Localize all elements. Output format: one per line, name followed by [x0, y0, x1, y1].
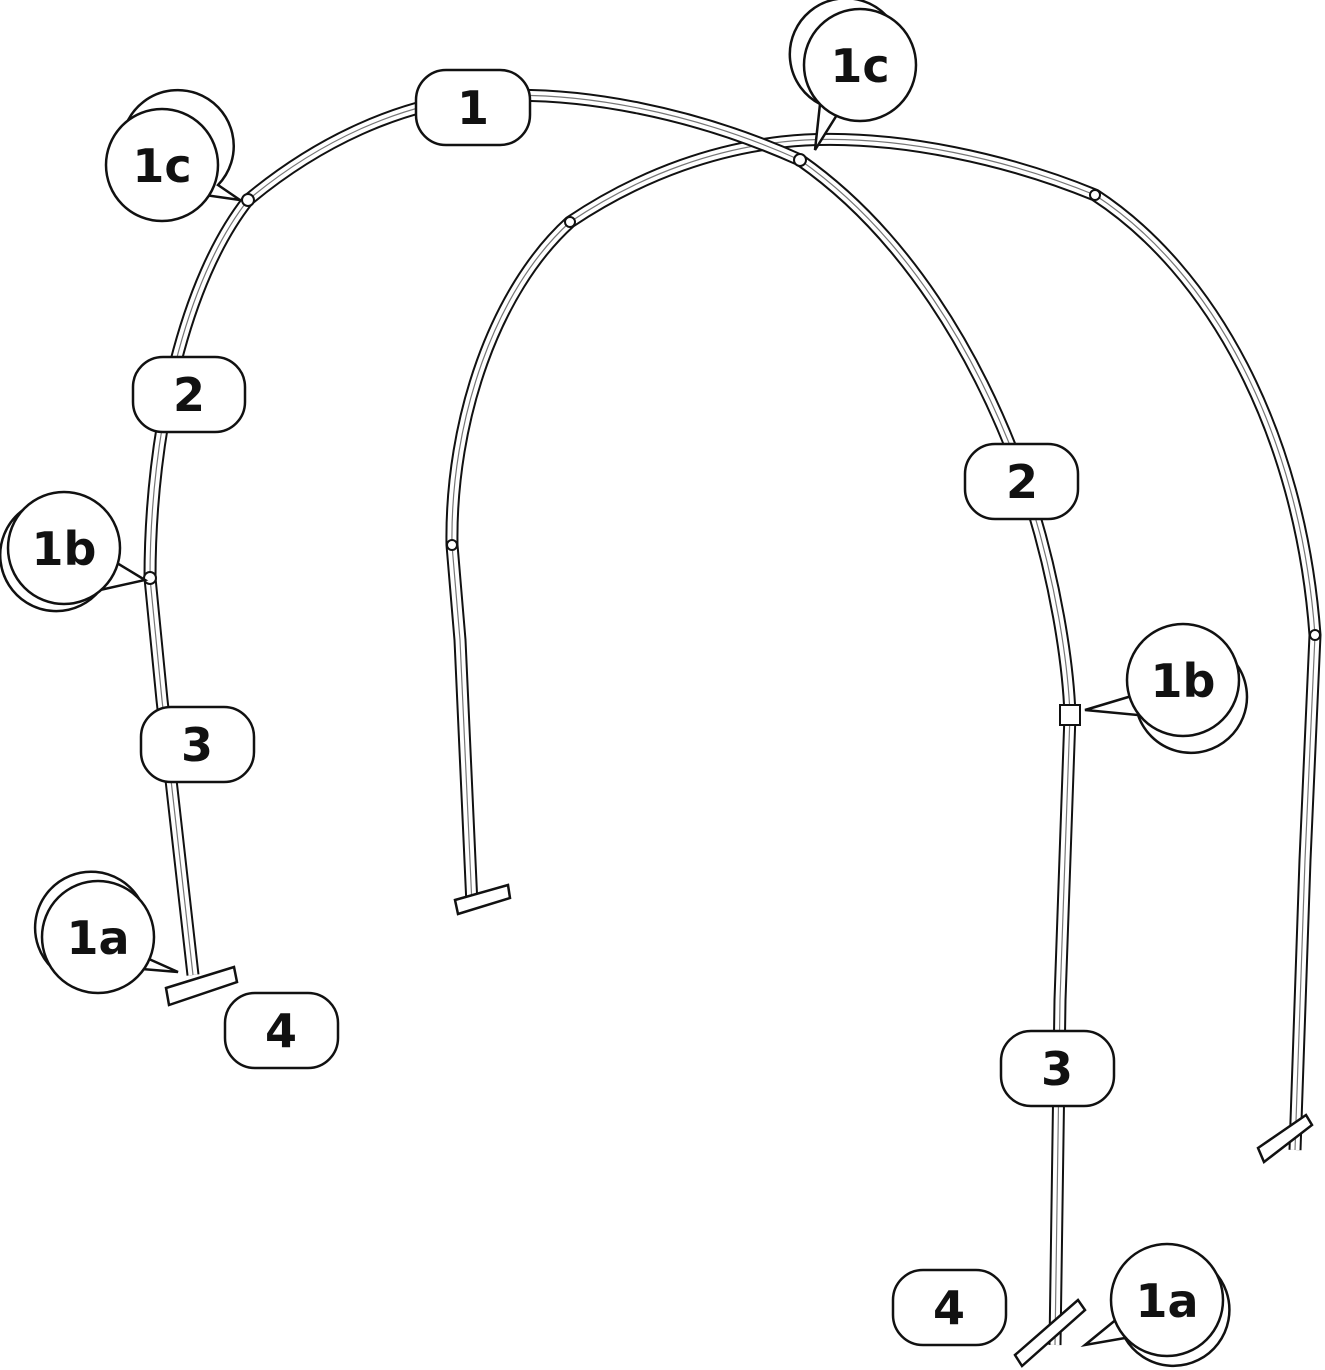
front-arch-left-foot	[164, 965, 239, 1007]
label-side-tube-left-text: 2	[173, 368, 205, 422]
label-side-tube-right-text: 2	[1006, 455, 1038, 509]
back-arch-joint	[446, 539, 458, 551]
callout-1c-right: 1c	[788, 0, 918, 151]
label-foot-left: 4	[223, 991, 340, 1070]
label-bottom-tube-right: 3	[999, 1029, 1116, 1108]
front-arch-right-foot	[1013, 1298, 1087, 1368]
front-arch-joint-1b-right	[1059, 704, 1081, 726]
callout-1c-right-text: 1c	[830, 39, 889, 93]
label-side-tube-right: 2	[963, 442, 1080, 521]
back-arch-tube-core	[451, 138, 1316, 1151]
front-arch-tube-fill	[145, 90, 1075, 1346]
callout-1b-right-text: 1b	[1151, 654, 1216, 708]
callout-1a-left: 1a	[33, 870, 179, 995]
label-foot-right: 4	[891, 1268, 1008, 1347]
callout-1a-left-text: 1a	[66, 911, 129, 965]
callout-1c-left: 1c	[104, 88, 241, 223]
label-bottom-tube-left: 3	[139, 705, 256, 784]
back-arch	[445, 132, 1322, 1164]
back-arch-right-foot	[1256, 1113, 1314, 1164]
callout-1b-left: 1b	[0, 490, 149, 613]
label-bottom-tube-right-text: 3	[1041, 1042, 1073, 1096]
front-arch	[143, 88, 1087, 1368]
front-arch-joint-1c-right	[793, 153, 807, 167]
back-arch-joint	[564, 216, 576, 228]
callout-1b-left-text: 1b	[32, 522, 97, 576]
label-side-tube-left: 2	[131, 355, 247, 434]
label-bottom-tube-left-text: 3	[181, 718, 213, 772]
callout-1a-right: 1a	[1080, 1242, 1231, 1368]
back-arch-left-foot	[453, 883, 512, 916]
front-arch-tube-core	[149, 94, 1071, 1346]
callout-1c-left-text: 1c	[132, 139, 191, 193]
label-top-tube: 1	[414, 68, 532, 147]
label-top-tube-text: 1	[457, 81, 489, 135]
front-arch-tube-outline	[143, 88, 1077, 1346]
back-arch-joint	[1089, 189, 1101, 201]
callout-1b-right: 1b	[1084, 622, 1249, 755]
callout-1a-right-text: 1a	[1135, 1274, 1198, 1328]
back-arch-joint	[1309, 629, 1321, 641]
front-arch-joint-1b-left	[143, 571, 157, 585]
label-foot-right-text: 4	[933, 1281, 965, 1335]
label-foot-left-text: 4	[265, 1004, 297, 1058]
front-arch-joint-1c-left	[241, 193, 255, 207]
